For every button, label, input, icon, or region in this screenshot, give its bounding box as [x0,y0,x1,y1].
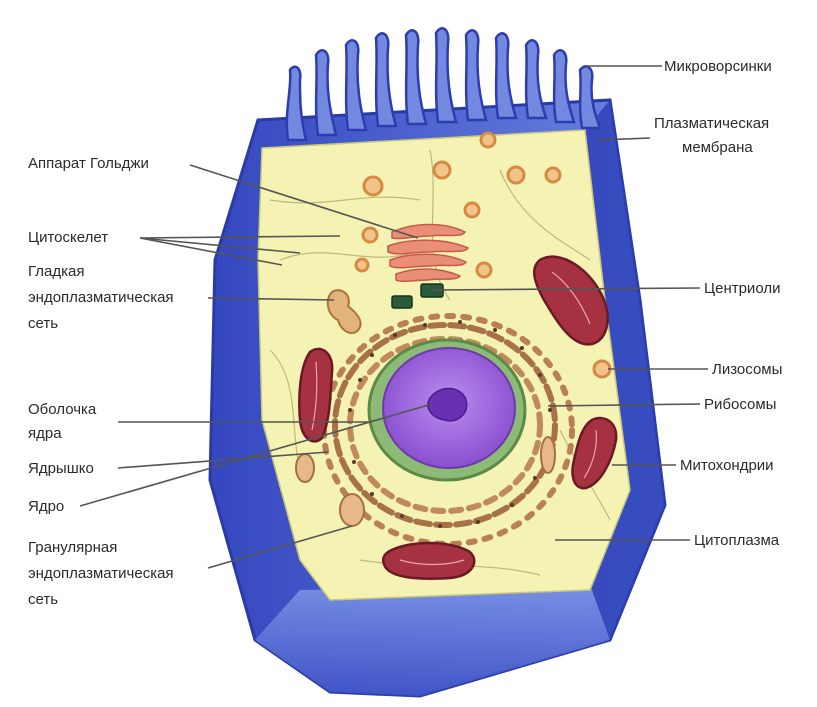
label-plasma-membrane-line1: Плазматическая [654,115,769,132]
label-ribosomes: Рибосомы [704,396,776,413]
label-mitochondria: Митохондрии [680,457,774,474]
label-smooth-er-line3: сеть [28,315,58,332]
label-smooth-er-line2: эндоплазматическая [28,289,174,306]
label-microvilli: Микроворсинки [664,58,772,75]
label-cytoplasm: Цитоплазма [694,532,780,549]
label-centrioles: Центриоли [704,280,780,297]
label-plasma-membrane-line2: мембрана [682,139,753,156]
label-cytoskeleton: Цитоскелет [28,229,108,246]
label-smooth-er-line1: Гладкая [28,263,84,280]
label-nucleolus: Ядрышко [28,460,94,477]
nucleolus [428,388,467,420]
membrane-bottom-face [255,585,610,696]
label-rough-er-line2: эндоплазматическая [28,565,174,582]
label-rough-er-line1: Гранулярная [28,539,117,556]
label-nuclear-envelope-line2: ядра [28,425,62,442]
label-nuclear-envelope-line1: Оболочка [28,401,97,418]
label-lysosomes: Лизосомы [712,361,782,378]
label-rough-er-line3: сеть [28,591,58,608]
label-golgi: Аппарат Гольджи [28,155,149,172]
label-nucleus: Ядро [28,498,64,515]
